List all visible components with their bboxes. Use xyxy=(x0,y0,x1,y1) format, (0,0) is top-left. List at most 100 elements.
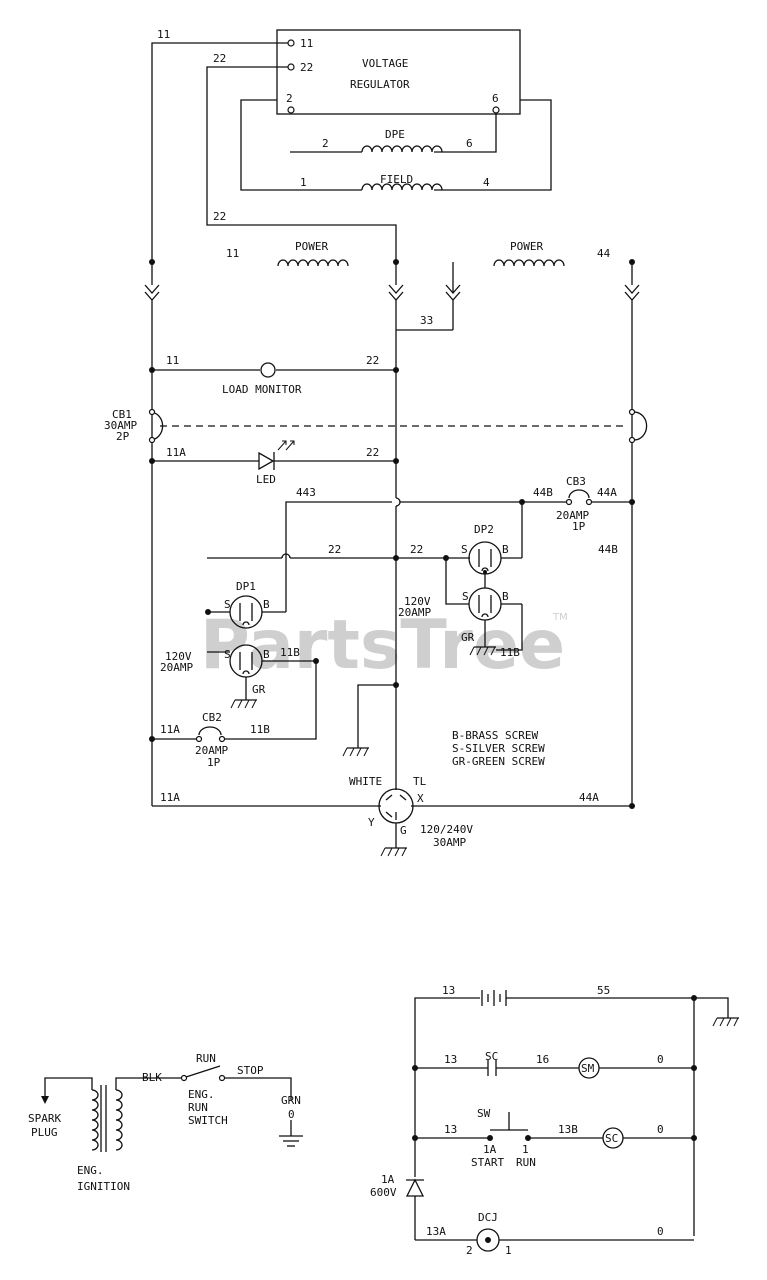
svg-text:20AMP: 20AMP xyxy=(556,509,589,522)
svg-text:13: 13 xyxy=(444,1053,457,1066)
reg-term-11: 11 xyxy=(300,37,313,50)
svg-text:S: S xyxy=(224,598,231,611)
svg-text:0: 0 xyxy=(657,1123,664,1136)
cb3-breaker: CB3 20AMP 1P 44A xyxy=(522,475,635,533)
svg-text:20AMP: 20AMP xyxy=(160,661,193,674)
svg-text:TL: TL xyxy=(413,775,427,788)
svg-text:FIELD: FIELD xyxy=(380,173,413,186)
power-coil-right: POWER 44 xyxy=(493,240,611,267)
dpe-coil: DPE 2 6 xyxy=(290,113,497,153)
dp1-receptacle: DP1 S B S B GR 11B xyxy=(205,580,316,709)
svg-text:11B: 11B xyxy=(250,723,270,736)
svg-text:Y: Y xyxy=(368,816,375,829)
receptacle-120-240v: WHITE TL X Y G 120/240V 30AMP xyxy=(349,775,473,857)
starter-circuit: 13 55 13 SC 16 SM 0 13 SW 1A 1 START RUN… xyxy=(370,984,739,1257)
power-coil-left: POWER 11 xyxy=(226,240,349,267)
svg-text:B: B xyxy=(263,648,270,661)
svg-text:20AMP: 20AMP xyxy=(195,744,228,757)
svg-text:16: 16 xyxy=(536,1053,549,1066)
svg-text:SW: SW xyxy=(477,1107,491,1120)
svg-text:STOP: STOP xyxy=(237,1064,264,1077)
led-indicator xyxy=(258,440,295,471)
legend-green: GR-GREEN SCREW xyxy=(452,755,545,768)
svg-text:GR: GR xyxy=(252,683,266,696)
svg-text:CB3: CB3 xyxy=(566,475,586,488)
svg-text:22: 22 xyxy=(410,543,423,556)
voltage-regulator: VOLTAGE REGULATOR 11 22 2 6 xyxy=(276,29,521,115)
svg-text:13B: 13B xyxy=(558,1123,578,1136)
svg-text:0: 0 xyxy=(288,1108,295,1121)
svg-text:S: S xyxy=(224,648,231,661)
svg-text:DP2: DP2 xyxy=(474,523,494,536)
cb2-breaker: CB2 11A 11B 20AMP 1P xyxy=(149,711,270,769)
svg-text:IGNITION: IGNITION xyxy=(77,1180,130,1193)
svg-text:13A: 13A xyxy=(426,1225,446,1238)
svg-text:ENG.: ENG. xyxy=(77,1164,104,1177)
svg-text:B: B xyxy=(263,598,270,611)
load-monitor-label: LOAD MONITOR xyxy=(222,383,302,396)
svg-text:RUN: RUN xyxy=(516,1156,536,1169)
svg-text:44B: 44B xyxy=(598,543,618,556)
svg-text:1A: 1A xyxy=(381,1173,395,1186)
svg-text:30AMP: 30AMP xyxy=(104,419,137,432)
svg-text:S: S xyxy=(461,543,468,556)
reg-term-22: 22 xyxy=(300,61,313,74)
svg-text:20AMP: 20AMP xyxy=(398,606,431,619)
svg-text:DCJ: DCJ xyxy=(478,1211,498,1224)
svg-text:120V: 120V xyxy=(404,595,431,608)
svg-text:RUN: RUN xyxy=(188,1101,208,1114)
svg-text:X: X xyxy=(417,792,424,805)
svg-text:SWITCH: SWITCH xyxy=(188,1114,228,1127)
svg-text:GRN: GRN xyxy=(281,1094,301,1107)
svg-text:44B: 44B xyxy=(533,486,553,499)
led-label: LED xyxy=(256,473,276,486)
svg-text:1: 1 xyxy=(300,176,307,189)
legend-brass: B-BRASS SCREW xyxy=(452,729,538,742)
watermark-tm: TM xyxy=(552,612,568,623)
svg-text:44A: 44A xyxy=(579,791,599,804)
svg-text:GR: GR xyxy=(461,631,475,644)
svg-text:SC: SC xyxy=(485,1050,498,1063)
svg-text:CB2: CB2 xyxy=(202,711,222,724)
svg-text:11: 11 xyxy=(166,354,179,367)
svg-text:11B: 11B xyxy=(500,646,520,659)
field-coil: FIELD 1 4 xyxy=(240,99,552,191)
svg-text:SM: SM xyxy=(581,1062,595,1075)
svg-text:120/240V: 120/240V xyxy=(420,823,473,836)
svg-text:11A: 11A xyxy=(160,791,180,804)
svg-text:SPARK: SPARK xyxy=(28,1112,61,1125)
svg-text:0: 0 xyxy=(657,1053,664,1066)
wire-label-11-top: 11 xyxy=(157,28,170,41)
svg-text:120V: 120V xyxy=(165,650,192,663)
svg-text:START: START xyxy=(471,1156,504,1169)
wire-label-443: 443 xyxy=(296,486,316,499)
svg-text:WHITE: WHITE xyxy=(349,775,382,788)
wire-label-22-top: 22 xyxy=(213,52,226,65)
svg-text:BLK: BLK xyxy=(142,1071,162,1084)
reg-term-6: 6 xyxy=(492,92,499,105)
svg-text:B: B xyxy=(502,543,509,556)
svg-text:VOLTAGE: VOLTAGE xyxy=(362,57,408,70)
svg-text:S: S xyxy=(462,590,469,603)
svg-text:13: 13 xyxy=(442,984,455,997)
svg-text:11: 11 xyxy=(226,247,239,260)
svg-text:1A: 1A xyxy=(483,1143,497,1156)
svg-text:POWER: POWER xyxy=(295,240,328,253)
svg-text:1: 1 xyxy=(505,1244,512,1257)
svg-text:44: 44 xyxy=(597,247,611,260)
svg-text:SC: SC xyxy=(605,1132,618,1145)
svg-text:30AMP: 30AMP xyxy=(433,836,466,849)
svg-text:2P: 2P xyxy=(116,430,130,443)
reg-term-2: 2 xyxy=(286,92,293,105)
connector-chevrons xyxy=(144,284,640,301)
svg-text:DPE: DPE xyxy=(385,128,405,141)
svg-text:44A: 44A xyxy=(597,486,617,499)
svg-text:11A: 11A xyxy=(166,446,186,459)
svg-text:B: B xyxy=(502,590,509,603)
svg-text:6: 6 xyxy=(466,137,473,150)
wire-label-33: 33 xyxy=(420,314,433,327)
svg-text:1P: 1P xyxy=(572,520,586,533)
dp2-receptacle: DP2 S B S B GR 11B xyxy=(445,523,523,659)
svg-text:1P: 1P xyxy=(207,756,221,769)
